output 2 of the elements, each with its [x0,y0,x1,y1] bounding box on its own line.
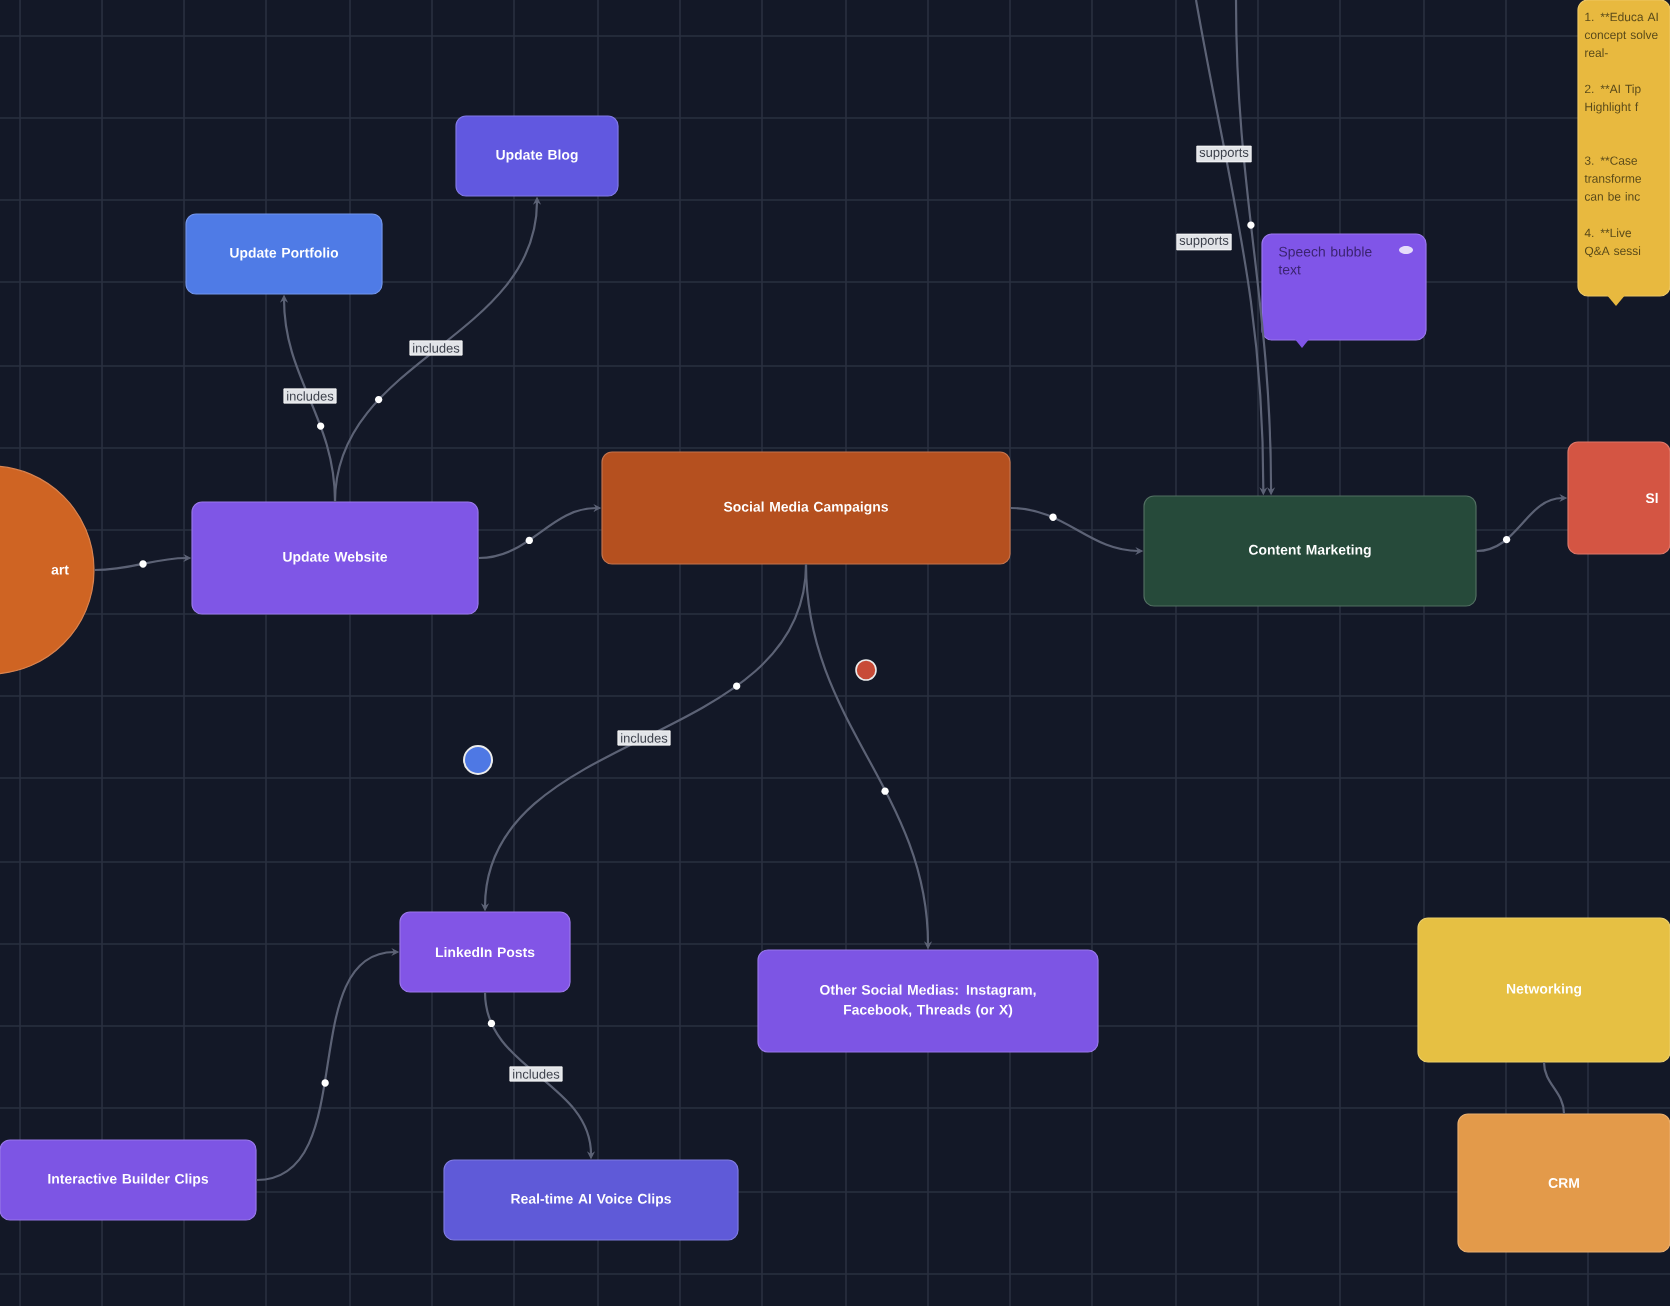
connector [1542,1062,1566,1114]
sticky-note [1577,0,1670,306]
